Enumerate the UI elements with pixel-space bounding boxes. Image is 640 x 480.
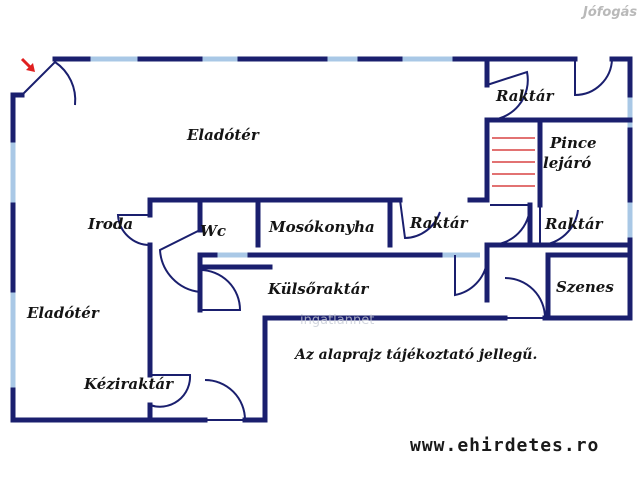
- windows: [10, 56, 633, 390]
- doors: [21, 58, 613, 421]
- label-iroda: Iroda: [87, 215, 133, 233]
- label-szenes: Szenes: [556, 278, 614, 296]
- watermark-top: Jófogás: [580, 5, 637, 20]
- label-raktar-top: Raktár: [495, 87, 555, 105]
- label-raktar-mid: Raktár: [409, 214, 469, 232]
- label-raktar-right: Raktár: [544, 215, 604, 233]
- label-pince-line1: Pince: [549, 134, 597, 152]
- watermark-center: ingatlannet: [300, 313, 374, 328]
- label-pince-line2: lejáró: [543, 154, 591, 172]
- label-mosokonyha: Mosókonyha: [268, 218, 375, 236]
- website-footer: www.ehirdetes.ro: [410, 435, 599, 456]
- entrance-arrow-icon: [20, 57, 35, 72]
- stairs: [492, 137, 535, 187]
- walls: [10, 56, 633, 423]
- label-kezir: Kéziraktár: [83, 375, 174, 393]
- label-kulsoraktar: Külsőraktár: [267, 280, 369, 298]
- label-eladoter-top: Eladótér: [186, 126, 260, 144]
- plan-note: Az alaprajz tájékoztató jellegű.: [293, 347, 537, 363]
- label-eladoter-left: Eladótér: [26, 304, 100, 322]
- label-wc: Wc: [200, 222, 226, 240]
